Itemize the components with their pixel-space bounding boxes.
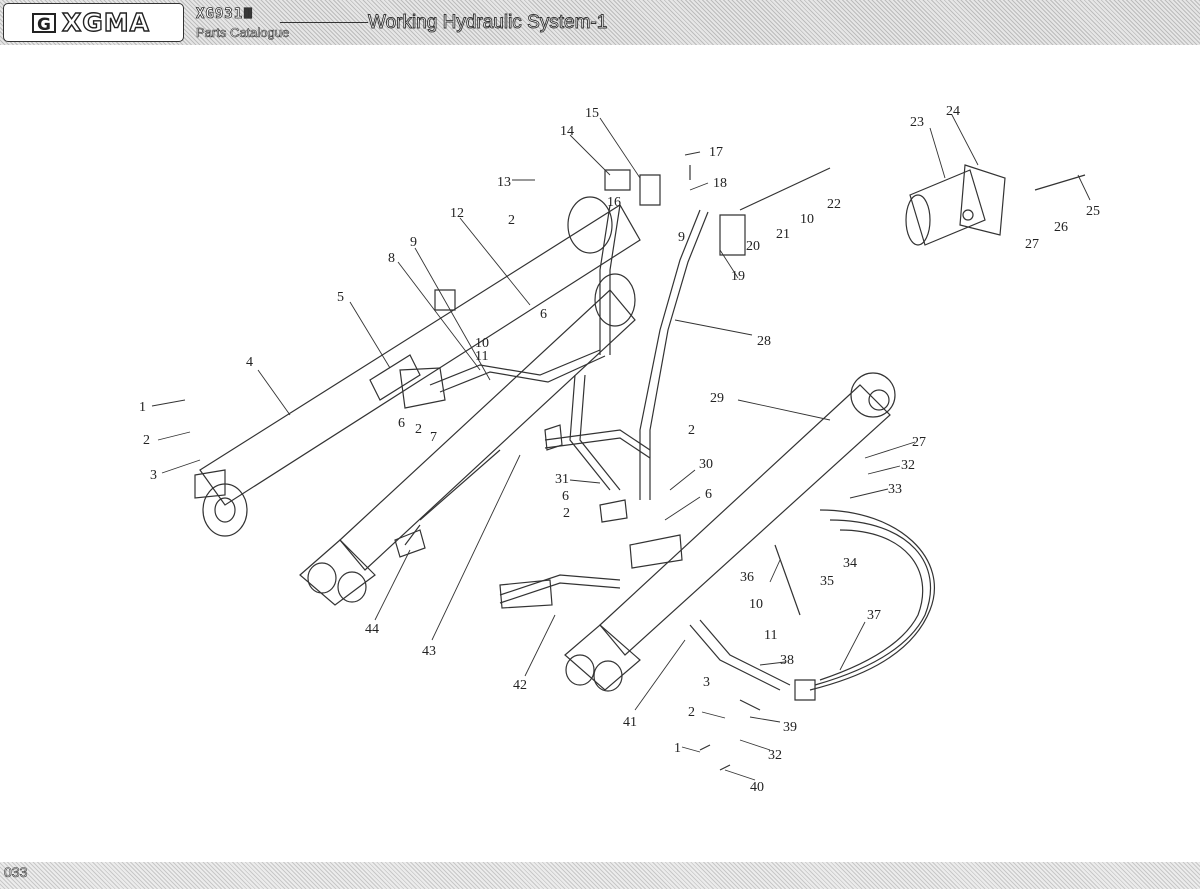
gear-pump	[905, 164, 1006, 246]
lift-cylinder-left	[194, 196, 641, 537]
callout-5: 5	[337, 290, 344, 305]
footer-bar	[0, 862, 1200, 889]
callout-10-b: 10	[475, 336, 489, 351]
callout-30: 30	[699, 457, 713, 472]
callout-41: 41	[623, 715, 637, 730]
callout-44: 44	[365, 622, 379, 637]
callout-28: 28	[757, 334, 771, 349]
callout-13: 13	[497, 175, 511, 190]
lift-cylinder-right	[564, 372, 896, 692]
callout-35: 35	[820, 574, 834, 589]
callout-26: 26	[1054, 220, 1068, 235]
callout-31: 31	[555, 472, 569, 487]
callout-2-c: 2	[415, 422, 422, 437]
callout-11: 11	[475, 349, 488, 364]
callout-27: 27	[1025, 237, 1039, 252]
callout-7: 7	[430, 430, 437, 445]
callout-6-c: 6	[705, 487, 712, 502]
header-bar: G XGMA XG931Ⅲ Parts Catalogue Working Hy…	[0, 0, 1200, 45]
callout-21: 21	[776, 227, 790, 242]
callout-2-b: 2	[508, 213, 515, 228]
callout-19: 19	[731, 269, 745, 284]
callout-3: 3	[150, 468, 157, 483]
catalogue-label: Parts Catalogue	[196, 25, 290, 41]
callout-12: 12	[450, 206, 464, 221]
callout-4: 4	[246, 355, 253, 370]
page-title: Working Hydraulic System-1	[368, 12, 608, 34]
callout-10: 10	[800, 212, 814, 227]
callout-2-f: 2	[688, 705, 695, 720]
callout-8: 8	[388, 251, 395, 266]
callout-24: 24	[946, 104, 960, 119]
small-hardware	[689, 165, 1086, 771]
callout-11-b: 11	[764, 628, 777, 643]
callout-9: 9	[410, 235, 417, 250]
model-number: XG931Ⅲ	[196, 6, 254, 23]
callout-15: 15	[585, 106, 599, 121]
callout-33: 33	[888, 482, 902, 497]
callout-25: 25	[1086, 204, 1100, 219]
callout-32-b: 32	[768, 748, 782, 763]
callout-10-c: 10	[749, 597, 763, 612]
brand-name: XGMA	[61, 7, 151, 37]
callout-40: 40	[750, 780, 764, 795]
callout-22: 22	[827, 197, 841, 212]
dump-cylinder	[299, 273, 636, 606]
callout-34: 34	[843, 556, 857, 571]
callout-38: 38	[780, 653, 794, 668]
hydraulic-hoses	[404, 204, 935, 691]
callout-6-b: 6	[398, 416, 405, 431]
callout-1: 1	[139, 400, 146, 415]
valve-blocks	[399, 169, 816, 701]
callout-leaders	[151, 114, 1091, 781]
callout-3-b: 3	[703, 675, 710, 690]
callout-2-d: 2	[688, 423, 695, 438]
page-number: 033	[4, 864, 28, 881]
callout-43: 43	[422, 644, 436, 659]
callout-39: 39	[783, 720, 797, 735]
callout-14: 14	[560, 124, 574, 139]
callout-23: 23	[910, 115, 924, 130]
brand-logo: G XGMA	[3, 3, 184, 42]
callout-42: 42	[513, 678, 527, 693]
callout-1-b: 1	[674, 741, 681, 756]
callout-9-b: 9	[678, 230, 685, 245]
callout-2: 2	[143, 433, 150, 448]
callout-6: 6	[540, 307, 547, 322]
callout-20: 20	[746, 239, 760, 254]
callout-2-e: 2	[563, 506, 570, 521]
callout-32: 32	[901, 458, 915, 473]
callout-17: 17	[709, 145, 723, 160]
callout-16: 16	[607, 195, 621, 210]
callout-6-d: 6	[562, 489, 569, 504]
callout-27-b: 27	[912, 435, 926, 450]
callout-36: 36	[740, 570, 754, 585]
header-divider	[280, 22, 368, 23]
exploded-parts-drawing: 1 2 3 4 5 8 9 12 13 2 14 15 16 17 18 9 2…	[139, 104, 1100, 795]
logo-mark-icon: G	[32, 12, 56, 35]
callout-29: 29	[710, 391, 724, 406]
callout-18: 18	[713, 176, 727, 191]
callout-37: 37	[867, 608, 881, 623]
